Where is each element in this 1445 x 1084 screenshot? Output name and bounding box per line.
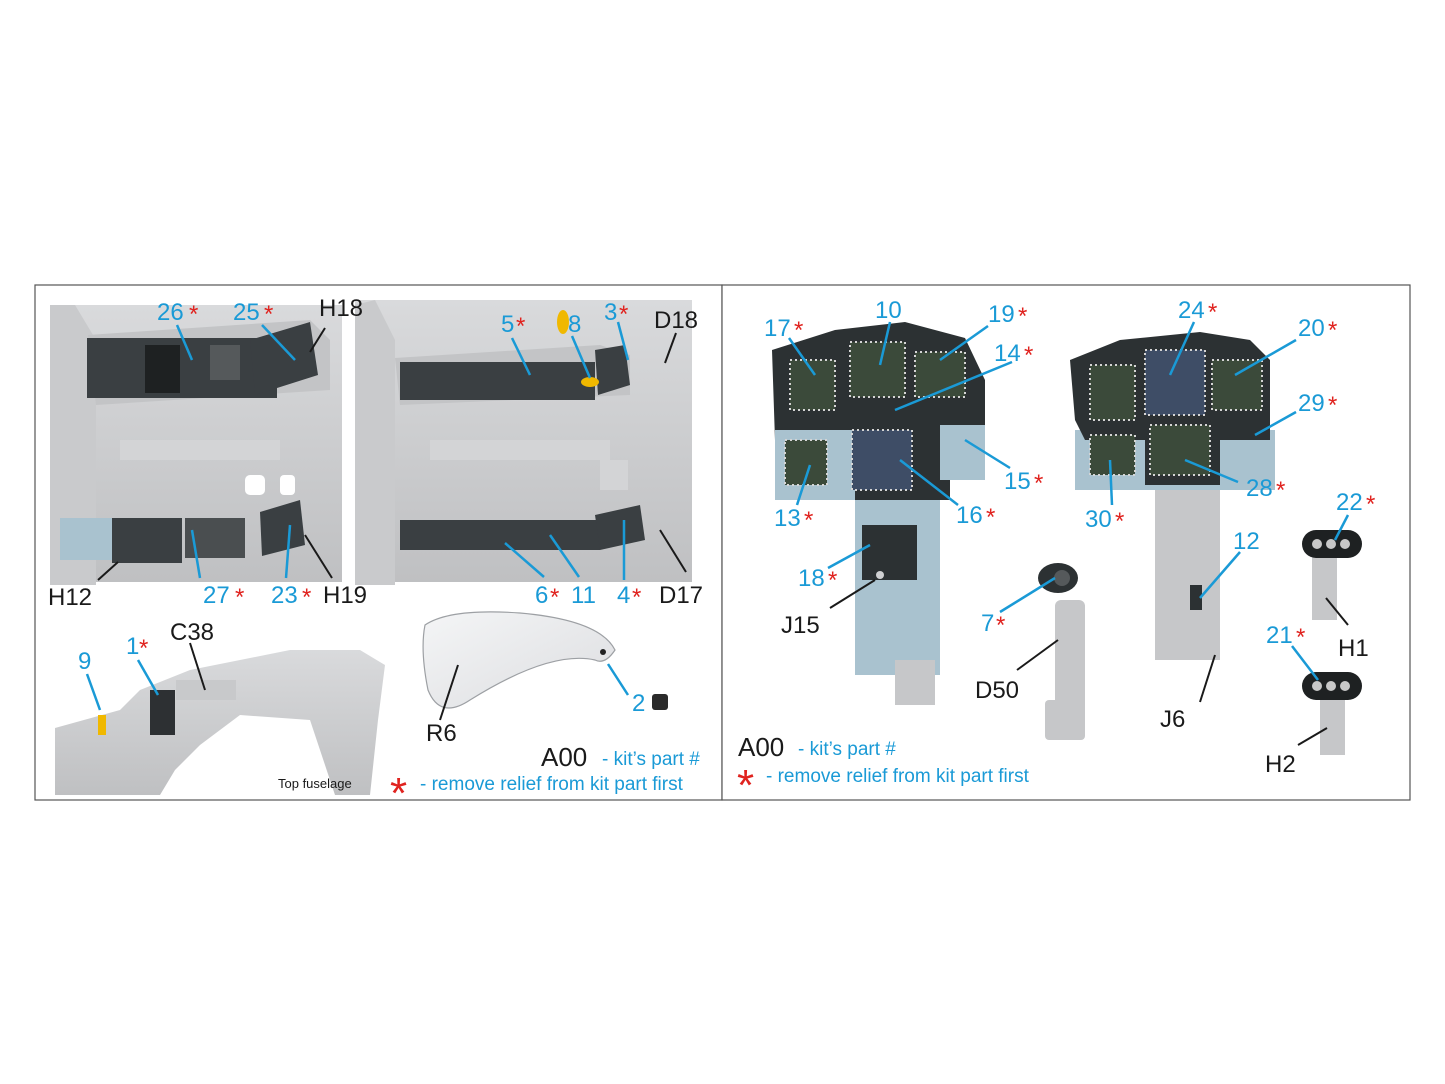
star-26: * [189,301,198,328]
label-30: 30 [1085,506,1112,533]
label-4: 4 [617,582,630,609]
legend-part-code-right: A00 [738,732,784,762]
instrument-panel-rear [1070,332,1275,660]
label-8: 8 [568,311,581,338]
star-16: * [986,504,995,531]
cockpit-tub-left [50,305,342,585]
legend-part-code-left: A00 [541,742,587,772]
throttle-H2 [1302,672,1362,755]
label-26: 26 [157,299,184,326]
legend-star-text-right: - remove relief from kit part first [766,766,1030,787]
star-6: * [550,584,559,611]
label-16: 16 [956,502,983,529]
label-D17: D17 [659,582,703,609]
right-callout-labels: 17 * 10 19 * 14 * 15 * 16 * 13 * 18 * J1… [764,297,1375,778]
star-21: * [1296,624,1305,651]
label-1: 1 [126,633,139,660]
label-20: 20 [1298,315,1325,342]
star-20: * [1328,317,1337,344]
left-legend: A00 - kit’s part # * - remove relief fro… [390,742,700,818]
label-13: 13 [774,505,801,532]
label-15: 15 [1004,468,1031,495]
star-14: * [1024,342,1033,369]
label-R6: R6 [426,720,457,747]
label-10: 10 [875,297,902,324]
star-18: * [828,567,837,594]
label-12: 12 [1233,528,1260,555]
label-5: 5 [501,311,514,338]
legend-star-left: * [390,769,407,818]
label-J6: J6 [1160,706,1185,733]
star-24: * [1208,299,1217,326]
label-H18: H18 [319,295,363,322]
label-D18: D18 [654,307,698,334]
star-22: * [1366,491,1375,518]
legend-star-right: * [737,761,754,810]
right-leader-lines [787,321,1350,681]
label-D50: D50 [975,677,1019,704]
star-25: * [264,301,273,328]
star-7: * [996,612,1005,639]
star-29: * [1328,392,1337,419]
label-H2: H2 [1265,751,1296,778]
label-top-fuselage: Top fuselage [278,776,352,791]
legend-part-text-right: - kit’s part # [798,739,896,760]
legend-part-text-left: - kit’s part # [602,749,700,770]
instrument-panel-front [772,322,985,705]
legend-star-text-left: - remove relief from kit part first [420,774,684,795]
label-14: 14 [994,340,1021,367]
label-27: 27 [203,582,230,609]
left-leader-lines [85,321,630,711]
label-H12: H12 [48,584,92,611]
label-25: 25 [233,299,260,326]
star-28: * [1276,477,1285,504]
stick-grip-D50 [1038,563,1085,740]
right-legend: A00 - kit’s part # * - remove relief fro… [737,732,1030,810]
star-3: * [619,301,628,328]
label-23: 23 [271,582,298,609]
star-23: * [302,584,311,611]
label-28: 28 [1246,475,1273,502]
label-3: 3 [604,299,617,326]
star-27: * [235,584,244,611]
label-H1: H1 [1338,635,1369,662]
throttle-H1 [1302,530,1362,620]
label-6: 6 [535,582,548,609]
star-5: * [516,313,525,340]
label-C38: C38 [170,619,214,646]
star-1: * [139,635,148,662]
left-black-leaders [97,327,687,721]
label-18: 18 [798,565,825,592]
label-J15: J15 [781,612,820,639]
left-callout-labels: 26 * 25 * H18 5 * 8 3 * D18 H12 27 * 23 … [48,295,703,791]
label-7: 7 [981,610,994,637]
label-21: 21 [1266,622,1293,649]
label-29: 29 [1298,390,1325,417]
label-24: 24 [1178,297,1205,324]
label-11: 11 [571,582,596,609]
canopy-part [422,611,668,710]
label-2: 2 [632,690,645,717]
star-4: * [632,584,641,611]
star-19: * [1018,303,1027,330]
label-H19: H19 [323,582,367,609]
label-9: 9 [78,648,91,675]
star-13: * [804,507,813,534]
cockpit-tub-right [355,300,692,585]
right-black-leaders [829,579,1349,746]
star-17: * [794,317,803,344]
top-fuselage [55,650,385,795]
label-19: 19 [988,301,1015,328]
star-30: * [1115,508,1124,535]
label-22: 22 [1336,489,1363,516]
star-15: * [1034,470,1043,497]
label-17: 17 [764,315,791,342]
